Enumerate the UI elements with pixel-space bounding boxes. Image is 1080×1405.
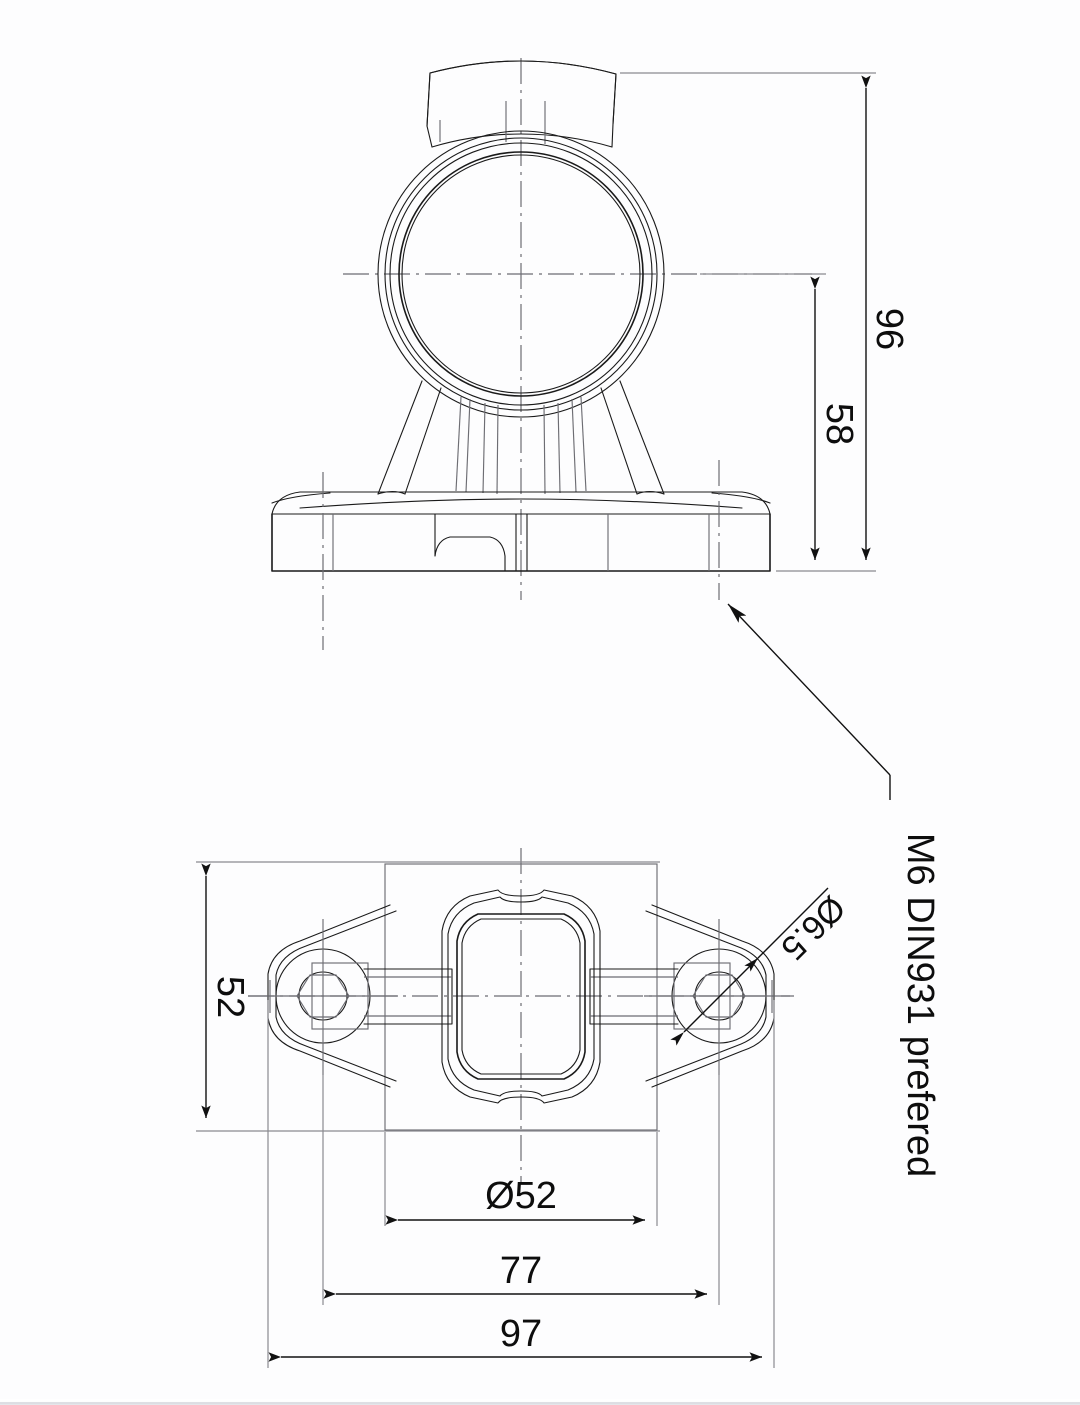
plan-body-envelope bbox=[384, 863, 658, 1131]
top-collar-tab bbox=[426, 60, 617, 148]
dim-line-bolt-hole-diameter bbox=[670, 957, 759, 1046]
bolt-hole-diameter-leader: Ø6.5 bbox=[670, 887, 852, 1046]
base-flange bbox=[271, 491, 771, 572]
dim-label-bolt-hole-diameter: Ø6.5 bbox=[773, 888, 852, 967]
plan-dim-52-group: 52 bbox=[196, 861, 660, 1132]
left-bolt-boss bbox=[248, 919, 398, 1075]
central-ribs bbox=[455, 396, 587, 495]
front-elevation-view bbox=[271, 58, 812, 650]
dim-label-96: 96 bbox=[868, 308, 910, 350]
fastener-note-label: M6 DIN931 prefered bbox=[899, 833, 941, 1177]
leader-extend-bolt-hole-diameter bbox=[757, 887, 829, 959]
dim-label-58: 58 bbox=[818, 403, 860, 445]
dim-label-bore-diameter: Ø52 bbox=[485, 1175, 557, 1217]
connecting-bars bbox=[363, 968, 679, 1025]
horizontal-dimensions-group: Ø52 77 97 bbox=[267, 1000, 775, 1368]
plan-view bbox=[248, 848, 794, 1182]
support-legs bbox=[377, 380, 665, 495]
fastener-note-leader: M6 DIN931 prefered bbox=[727, 603, 941, 1177]
housing-outer-rings bbox=[377, 130, 665, 418]
dim-label-52: 52 bbox=[209, 976, 251, 1018]
bore-circle bbox=[398, 151, 644, 397]
dim-label-bolt-spacing: 77 bbox=[500, 1250, 542, 1292]
vertical-dimensions-group: 96 58 bbox=[620, 72, 910, 572]
central-housing-outline bbox=[441, 889, 601, 1104]
leader-line-fastener-note bbox=[727, 603, 891, 776]
dim-label-flange-length: 97 bbox=[500, 1313, 542, 1355]
sheet-bottom-edge bbox=[0, 1399, 1080, 1405]
